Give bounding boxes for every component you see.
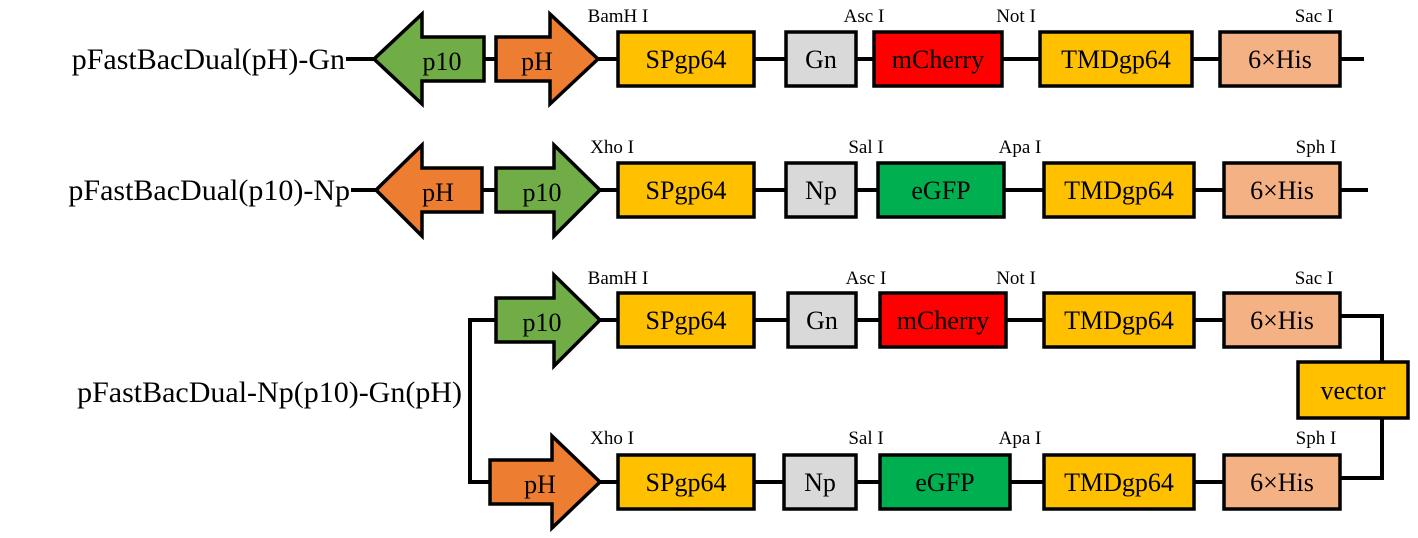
restriction-site: BamH I <box>588 6 649 27</box>
restriction-site: Asc I <box>844 6 885 27</box>
block-label: TMDgp64 <box>1061 45 1171 74</box>
restriction-site: Sal I <box>848 137 883 158</box>
right-arrow-shape <box>488 431 603 533</box>
promoter-label: p10 <box>523 308 562 337</box>
block-label: 6×His <box>1250 176 1314 205</box>
restriction-site: Not I <box>996 268 1036 289</box>
restriction-site: Asc I <box>846 268 887 289</box>
block-label: Np <box>805 176 837 205</box>
Gn-block <box>784 30 858 88</box>
left-arrow-shape <box>371 9 486 109</box>
block-label: TMDgp64 <box>1064 306 1174 335</box>
vector-link-line <box>1340 418 1384 480</box>
promoter-label: p10 <box>523 178 562 207</box>
construct-row-1: pFastBacDual(pH)-Gn p10 pH SPgp64 Gn mCh… <box>72 6 1364 109</box>
construct-name: pFastBacDual(pH)-Gn <box>72 43 345 76</box>
his-tag-block <box>1222 453 1342 511</box>
block-label: SPgp64 <box>646 468 727 497</box>
SPgp64-block <box>616 291 756 349</box>
restriction-site: Not I <box>996 6 1036 27</box>
block-label: SPgp64 <box>646 306 727 335</box>
restriction-site: Sac I <box>1295 268 1334 289</box>
his-tag-block <box>1222 161 1342 219</box>
block-label: 6×His <box>1250 306 1314 335</box>
promoter-label: pH <box>524 470 556 499</box>
p10-promoter-arrow: p10 <box>371 9 486 109</box>
vector-block <box>1296 360 1410 420</box>
block-label: SPgp64 <box>646 45 727 74</box>
block-label: 6×His <box>1248 45 1312 74</box>
left-arrow-shape <box>373 140 484 241</box>
pH-promoter-arrow: pH <box>494 9 601 109</box>
construct-row-2: pFastBacDual(p10)-Np pH p10 SPgp64 Np eG… <box>68 137 1368 241</box>
SPgp64-block <box>616 161 756 219</box>
right-arrow-shape <box>494 9 601 109</box>
restriction-site: BamH I <box>588 268 649 289</box>
construct-name: pFastBacDual(p10)-Np <box>68 174 350 207</box>
combined-construct: pFastBacDual-Np(p10)-Gn(pH) p10 SPgp64 G… <box>77 268 1410 533</box>
block-label: mCherry <box>897 306 989 335</box>
eGFP-block <box>876 161 1006 219</box>
Np-block <box>782 453 858 511</box>
vector-label: vector <box>1321 376 1386 405</box>
restriction-site: Apa I <box>999 428 1042 449</box>
construct-name: pFastBacDual-Np(p10)-Gn(pH) <box>77 376 462 409</box>
block-label: TMDgp64 <box>1064 468 1174 497</box>
vector-link-line <box>1340 314 1384 362</box>
restriction-site: Sph I <box>1296 428 1337 449</box>
block-label: mCherry <box>892 45 984 74</box>
right-arrow-shape <box>494 270 603 371</box>
restriction-site: Xho I <box>590 137 634 158</box>
TMDgp64-block <box>1038 30 1194 88</box>
promoter-label: p10 <box>423 47 462 76</box>
right-arrow-shape <box>494 140 603 241</box>
restriction-site: Sph I <box>1296 137 1337 158</box>
TMDgp64-block <box>1042 161 1196 219</box>
block-label: TMDgp64 <box>1064 176 1174 205</box>
his-tag-block <box>1222 291 1342 349</box>
block-label: eGFP <box>911 176 970 205</box>
p10-promoter-arrow: p10 <box>494 270 603 371</box>
block-label: SPgp64 <box>646 176 727 205</box>
TMDgp64-block <box>1042 291 1196 349</box>
p10-promoter-arrow: p10 <box>494 140 603 241</box>
mCherry-block <box>878 291 1008 349</box>
pH-promoter-arrow: pH <box>488 431 603 533</box>
block-label: Gn <box>806 306 838 335</box>
restriction-site: Xho I <box>590 428 634 449</box>
promoter-label: pH <box>422 178 454 207</box>
promoter-label: pH <box>521 47 553 76</box>
block-label: Np <box>804 468 836 497</box>
TMDgp64-block <box>1042 453 1196 511</box>
mCherry-block <box>872 30 1004 88</box>
restriction-site: Sal I <box>848 428 883 449</box>
eGFP-block <box>878 453 1012 511</box>
restriction-site: Sac I <box>1295 6 1334 27</box>
block-label: Gn <box>805 45 837 74</box>
block-label: eGFP <box>915 468 974 497</box>
restriction-site: Apa I <box>999 137 1042 158</box>
SPgp64-block <box>616 453 756 511</box>
bracket-line <box>468 318 496 484</box>
pH-promoter-arrow: pH <box>373 140 484 241</box>
his-tag-block <box>1218 30 1342 88</box>
Gn-block <box>786 291 858 349</box>
block-label: 6×His <box>1250 468 1314 497</box>
SPgp64-block <box>616 30 756 88</box>
Np-block <box>784 161 858 219</box>
